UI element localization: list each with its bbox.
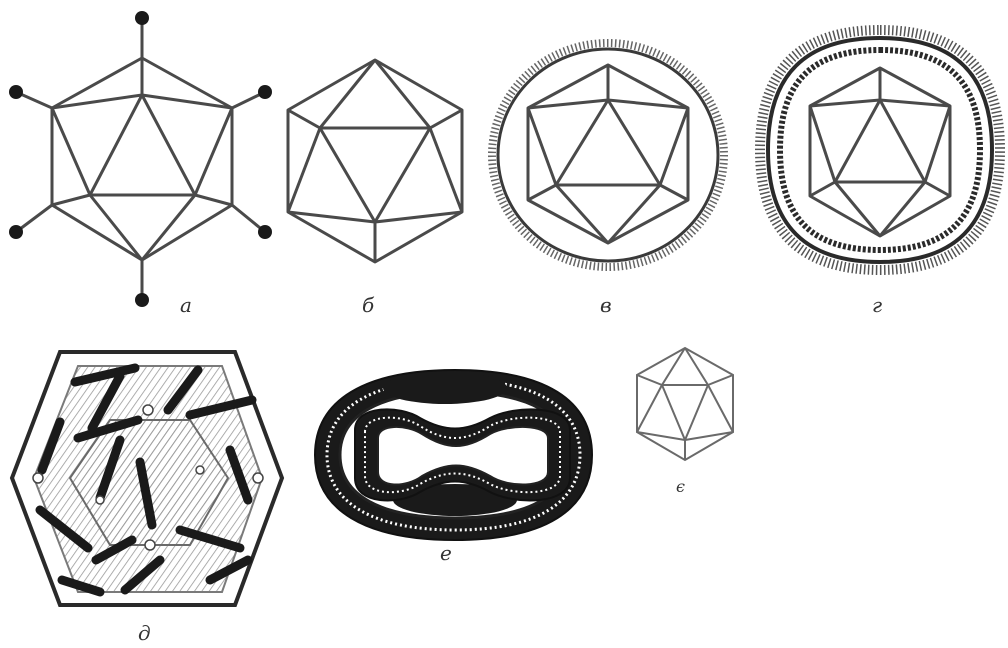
panel-label: є: [676, 477, 685, 496]
icosahedron-shape: [52, 58, 232, 260]
panel-v-enveloped-icosahedron: в: [492, 43, 724, 317]
lateral-body-top: [383, 372, 507, 404]
panel-label: а: [180, 293, 192, 317]
fiber-knob-icon: [258, 85, 272, 99]
panel-e-brick-shaped-particle: е: [315, 370, 592, 565]
panel-d-hexagonal-particle: д: [12, 352, 282, 645]
fiber-knob-icon: [258, 225, 272, 239]
fiber-knob-icon: [135, 11, 149, 25]
panel-b-icosahedron: б: [288, 60, 462, 317]
fiber-knob-icon: [135, 293, 149, 307]
panel-label: д: [138, 621, 151, 645]
panel-a-icosahedron-with-fibers: а: [9, 11, 272, 317]
panel-label: г: [872, 293, 882, 317]
fiber-knob-icon: [9, 225, 23, 239]
panel-label: б: [362, 293, 375, 317]
fiber-knob-icon: [9, 85, 23, 99]
panel-label: е: [440, 541, 452, 565]
panel-g-double-envelope-icosahedron: г: [760, 30, 1000, 317]
panel-label: в: [600, 293, 612, 317]
panel-zh-small-icosahedron: є: [637, 348, 733, 496]
